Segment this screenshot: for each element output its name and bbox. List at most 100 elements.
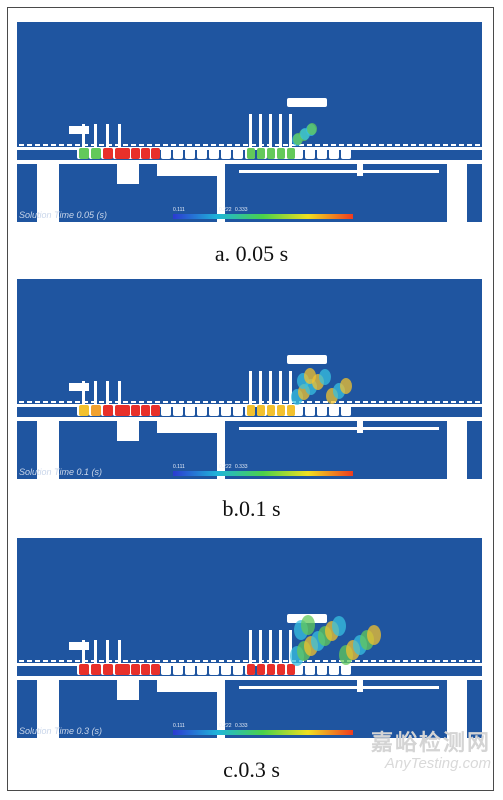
ceiling-dash bbox=[195, 660, 200, 662]
ceiling-dash bbox=[435, 401, 440, 403]
ceiling-dash bbox=[459, 144, 464, 146]
fire-zone bbox=[121, 405, 130, 416]
colorbar-tick: 0.333 bbox=[235, 207, 248, 213]
ceiling-dash bbox=[371, 401, 376, 403]
burner-post bbox=[106, 124, 109, 148]
burner-post bbox=[82, 640, 85, 664]
smoke-simulation-a bbox=[17, 98, 482, 222]
fire-zone bbox=[151, 148, 160, 159]
ceiling-dash bbox=[283, 144, 288, 146]
ceiling-dash bbox=[323, 660, 328, 662]
burner-post bbox=[259, 114, 262, 148]
ceiling-dash bbox=[219, 144, 224, 146]
ceiling-dash bbox=[115, 144, 120, 146]
caption-b: b.0.1 s bbox=[222, 496, 281, 521]
pillar bbox=[37, 680, 59, 738]
ceiling-dash bbox=[419, 144, 424, 146]
burner-post bbox=[249, 630, 252, 664]
burner-post bbox=[259, 371, 262, 405]
ceiling-dash bbox=[315, 660, 320, 662]
pillar bbox=[217, 680, 225, 738]
smoke-plume bbox=[332, 616, 346, 636]
ceiling-dash bbox=[283, 401, 288, 403]
car-body bbox=[161, 664, 171, 675]
ceiling-dash bbox=[75, 401, 80, 403]
ceiling-dash bbox=[395, 401, 400, 403]
pillar bbox=[117, 164, 139, 184]
simulation-panel-c: 0.111 0.222 0.333 Solution Time 0.3 (s) bbox=[17, 538, 482, 738]
ceiling-dash bbox=[371, 660, 376, 662]
ceiling-dash bbox=[67, 660, 72, 662]
ceiling-dash bbox=[395, 144, 400, 146]
ceiling-dash bbox=[155, 660, 160, 662]
ceiling-dash bbox=[323, 144, 328, 146]
colorbar-tick: 0.222 bbox=[219, 464, 232, 470]
fire-zone bbox=[247, 148, 255, 159]
ceiling-dash bbox=[243, 401, 248, 403]
ceiling-dash bbox=[475, 144, 480, 146]
car-body bbox=[329, 148, 339, 159]
ceiling-dash bbox=[219, 401, 224, 403]
car-body bbox=[329, 405, 339, 416]
ceiling-dash bbox=[467, 144, 472, 146]
pillar bbox=[37, 164, 59, 222]
ceiling-dash bbox=[179, 401, 184, 403]
ceiling-dash bbox=[27, 401, 32, 403]
car-body bbox=[317, 405, 327, 416]
burner-post bbox=[289, 114, 292, 148]
fire-zone bbox=[151, 405, 160, 416]
smoke-plume bbox=[367, 625, 381, 645]
car-body bbox=[305, 664, 315, 675]
rail bbox=[239, 170, 439, 173]
rail bbox=[239, 686, 439, 689]
fire-zone bbox=[257, 148, 265, 159]
ceiling-dash bbox=[403, 660, 408, 662]
beam bbox=[157, 680, 217, 692]
burner-post bbox=[82, 124, 85, 148]
ceiling-dash bbox=[427, 660, 432, 662]
burner-post bbox=[269, 371, 272, 405]
ceiling-dash bbox=[339, 144, 344, 146]
ceiling-dash bbox=[139, 144, 144, 146]
car-body bbox=[341, 405, 351, 416]
ceiling-dash bbox=[387, 660, 392, 662]
ceiling-dash bbox=[43, 401, 48, 403]
tag-box bbox=[69, 126, 89, 134]
fire-zone bbox=[103, 664, 113, 675]
colorbar bbox=[173, 471, 353, 476]
burner-post bbox=[289, 371, 292, 405]
pillar bbox=[217, 164, 225, 222]
ceiling-dash bbox=[227, 660, 232, 662]
ceiling-dash bbox=[67, 144, 72, 146]
ceiling-dash bbox=[363, 401, 368, 403]
colorbar-tick: 0.333 bbox=[235, 723, 248, 729]
ceiling-dash bbox=[275, 144, 280, 146]
burner-post bbox=[259, 630, 262, 664]
fire-zone bbox=[151, 664, 160, 675]
car-body bbox=[293, 405, 303, 416]
ceiling-dash bbox=[187, 401, 192, 403]
ceiling-dash bbox=[131, 144, 136, 146]
burner-post bbox=[269, 630, 272, 664]
burner-post bbox=[269, 114, 272, 148]
caption-c: c.0.3 s bbox=[223, 757, 280, 782]
fire-zone bbox=[91, 148, 101, 159]
ceiling-dash bbox=[179, 144, 184, 146]
ceiling-dash bbox=[123, 144, 128, 146]
ceiling-dash bbox=[19, 401, 24, 403]
fire-zone bbox=[131, 664, 140, 675]
ceiling-dash bbox=[347, 144, 352, 146]
fire-zone bbox=[247, 664, 255, 675]
ceiling-dash bbox=[203, 144, 208, 146]
ceiling-dash bbox=[211, 401, 216, 403]
car-body bbox=[209, 405, 219, 416]
fire-zone bbox=[103, 148, 113, 159]
smoke-simulation-b bbox=[17, 355, 482, 479]
fire-zone bbox=[277, 148, 285, 159]
ceiling-dash bbox=[91, 401, 96, 403]
ceiling-dash bbox=[427, 401, 432, 403]
fire-zone bbox=[287, 405, 295, 416]
ceiling-dash bbox=[251, 401, 256, 403]
ceiling-dash bbox=[275, 660, 280, 662]
ceiling-dash bbox=[235, 401, 240, 403]
